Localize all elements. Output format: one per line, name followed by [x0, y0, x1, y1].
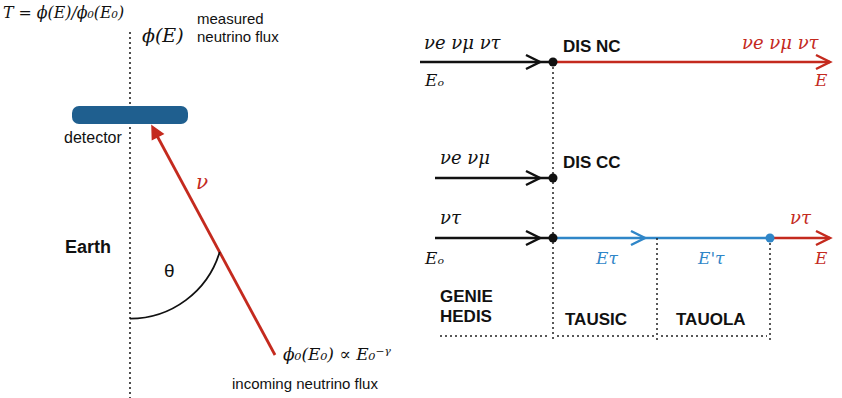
region-label: Earth — [65, 237, 111, 259]
stage-label: TAUSIC — [565, 310, 627, 330]
incoming-line — [435, 237, 553, 240]
energy-label: E'τ — [698, 248, 725, 268]
outgoing-line — [770, 237, 830, 240]
stage-label: TAUOLA — [676, 310, 746, 330]
neutrino-flavours: ντ — [440, 207, 461, 229]
flux-caption: incoming neutrino flux — [232, 375, 378, 393]
incoming-line — [435, 177, 553, 180]
arrow-head — [816, 55, 830, 69]
energy-label: Eₒ — [425, 248, 444, 268]
flux-formula: ϕ₀(E₀) ∝ E₀⁻ᵞ — [283, 344, 391, 364]
vertex-dot — [549, 234, 558, 243]
vertex-dot — [549, 58, 558, 67]
detector-box: detector — [72, 106, 188, 124]
arrow-head — [526, 55, 540, 69]
separator-line — [769, 238, 771, 340]
vertical-axis — [129, 32, 131, 398]
angle-arc — [130, 252, 220, 319]
neutrino-path — [155, 132, 275, 355]
decay-dot — [766, 234, 775, 243]
arrow-head — [526, 231, 540, 245]
angle-label: θ — [164, 260, 175, 283]
stage-line — [557, 335, 654, 337]
neutrino-flavours: νe νμ ντ — [742, 32, 819, 54]
neutrino-flavours: νe νμ — [440, 147, 490, 169]
detector-label: detector — [64, 128, 122, 147]
process-label: DIS CC — [563, 153, 621, 173]
energy-label: E — [815, 248, 827, 268]
stage-label: GENIE HEDIS — [440, 287, 502, 328]
flux-caption: measured neutrino flux — [197, 10, 309, 46]
arrow-head — [816, 231, 830, 245]
stage-line — [440, 335, 550, 337]
incoming-line — [420, 61, 553, 64]
neutrino-flavours: ντ — [790, 207, 811, 229]
neutrino-flavours: νe νμ ντ — [424, 32, 501, 54]
arrow-head — [631, 231, 645, 245]
neutrino-symbol: ν — [196, 170, 208, 194]
flux-symbol: ϕ(E) — [142, 24, 184, 47]
process-label: DIS NC — [563, 37, 621, 57]
energy-label: E — [815, 70, 827, 90]
arrow-head — [526, 171, 540, 185]
vertex-dot — [549, 174, 558, 183]
arrow-head — [152, 126, 163, 139]
energy-label: Eτ — [596, 248, 618, 268]
stage-line — [661, 335, 767, 337]
separator-line — [552, 62, 554, 340]
outgoing-line — [553, 61, 830, 64]
earth-outline — [5, 100, 255, 350]
earth-circle: Earth detector — [5, 100, 255, 350]
tau-line — [553, 237, 770, 240]
separator-line — [656, 238, 658, 340]
energy-label: Eₒ — [425, 70, 444, 90]
ratio-formula: T = ϕ(E)/ϕ₀(E₀) — [3, 4, 124, 23]
